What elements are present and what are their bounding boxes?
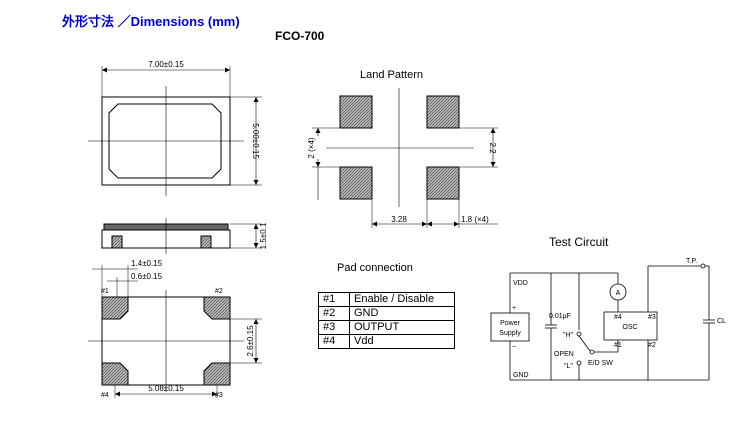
- model-name: FCO-700: [275, 29, 325, 43]
- pad-pin: #2: [318, 306, 350, 321]
- pad-function: GND: [349, 306, 455, 321]
- pad-connection-table: #1 Enable / Disable #2 GND #3 OUTPUT #4 …: [318, 292, 455, 349]
- tc-open: OPEN: [554, 351, 574, 358]
- tc-osc: OSC: [622, 324, 637, 331]
- tc-l: "L": [564, 363, 573, 370]
- tc-power-2: Supply: [499, 330, 521, 337]
- top-view-lid: [108, 103, 222, 179]
- osc-box: [603, 311, 658, 341]
- bottom-pad-2: [203, 296, 231, 320]
- tc-gnd: GND: [513, 372, 529, 379]
- land-pad-width-dim: 1.8 (×4): [461, 215, 489, 224]
- tc-ed-sw: E/D SW: [588, 360, 613, 367]
- pad-function: OUTPUT: [349, 320, 455, 335]
- bottom-pitch-x-dim: 5.08±0.15: [148, 384, 184, 393]
- power-supply-box: [490, 312, 530, 342]
- bottom-pad-1: [101, 296, 129, 320]
- pad-pin: #1: [318, 292, 350, 307]
- bottom-pad-4: [101, 362, 129, 386]
- side-thickness-dim: 1.5±0.1: [259, 222, 268, 249]
- test-circuit-labels: VDD GND Power Supply + − 0.01μF "H" OPEN…: [499, 258, 726, 379]
- pad-function: Vdd: [349, 334, 455, 349]
- top-width-dim: 7.00±0.15: [148, 60, 184, 69]
- tc-cap: 0.01μF: [549, 313, 571, 320]
- table-row: #3 OUTPUT: [318, 320, 455, 335]
- side-pad-left: [111, 235, 123, 249]
- tc-cl: CL: [717, 318, 726, 325]
- top-view: [88, 66, 262, 196]
- bottom-pitch-y-dim: 2.6±0.15: [246, 325, 255, 357]
- land-gap-y-dim: 2.2: [488, 142, 497, 154]
- table-row: #4 Vdd: [318, 334, 455, 349]
- land-pattern: [312, 88, 498, 228]
- land-gap-x-dim: 3.28: [391, 215, 407, 224]
- test-circuit-title: Test Circuit: [549, 235, 609, 249]
- tc-pin1: #1: [614, 342, 622, 349]
- land-pad-tr: [426, 95, 460, 129]
- tc-plus: +: [512, 305, 516, 312]
- land-pad-bl: [339, 166, 373, 200]
- bottom-pad-gap-dim: 0.6±0.15: [131, 272, 163, 281]
- tc-power-1: Power: [500, 320, 521, 327]
- side-view: [101, 218, 262, 254]
- bottom-pin1-label: #1: [101, 288, 109, 295]
- tc-pin3: #3: [648, 314, 656, 321]
- tc-h: "H": [563, 332, 574, 339]
- bottom-pad-width-dim: 1.4±0.15: [131, 259, 163, 268]
- tc-pin4: #4: [614, 314, 622, 321]
- table-row: #2 GND: [318, 306, 455, 321]
- page-title: 外形寸法 ／Dimensions (mm): [62, 14, 240, 29]
- tc-tp: T.P.: [686, 258, 697, 265]
- bottom-pad-3: [203, 362, 231, 386]
- bottom-pin2-label: #2: [215, 288, 223, 295]
- tc-minus: −: [512, 344, 516, 351]
- bottom-view: [88, 265, 262, 398]
- top-height-dim: 5.00±0.15: [251, 123, 260, 159]
- land-pad-br: [426, 166, 460, 200]
- side-pad-right: [200, 235, 212, 249]
- test-circuit: [490, 263, 715, 381]
- land-pad-tl: [339, 95, 373, 129]
- tc-pin2: #2: [648, 342, 656, 349]
- table-row: #1 Enable / Disable: [318, 292, 455, 307]
- pad-connection-title: Pad connection: [337, 262, 413, 274]
- tc-vdd: VDD: [513, 280, 528, 287]
- pad-function: Enable / Disable: [349, 292, 455, 307]
- land-pattern-title: Land Pattern: [360, 69, 423, 81]
- pad-pin: #4: [318, 334, 350, 349]
- bottom-pin3-label: #3: [215, 392, 223, 399]
- bottom-pin4-label: #4: [101, 392, 109, 399]
- pad-pin: #3: [318, 320, 350, 335]
- tc-ammeter-label: A: [616, 290, 621, 297]
- land-pad-height-dim: 2 (×4): [307, 137, 316, 158]
